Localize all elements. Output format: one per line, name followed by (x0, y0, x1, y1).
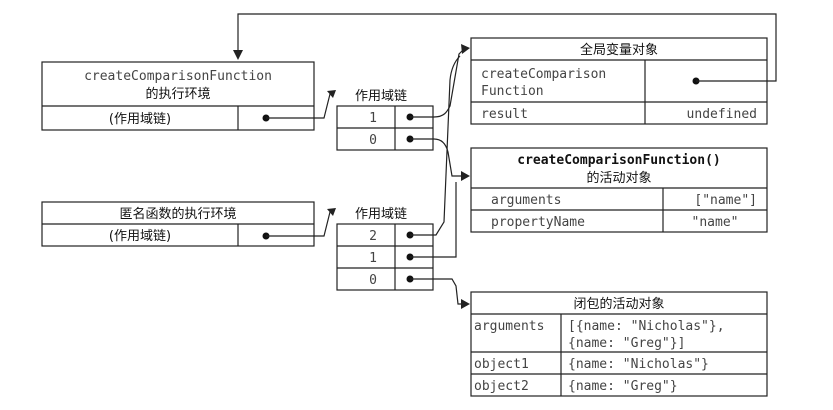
scope-chain-2-index-0: 0 (369, 273, 377, 288)
chain2-to-global-arrow (410, 55, 461, 236)
ccf-activation-title-line2: 的活动对象 (586, 170, 651, 186)
scope-chain-1-header: 作用域链 (355, 89, 407, 104)
ccf-activation-box (470, 147, 768, 233)
closure-activation-object: 闭包的活动对象 arguments [{name: "Nicholas"}, {… (470, 291, 768, 397)
outer-context-scope-label: (作用域链) (109, 112, 171, 127)
outer-context-title-line1: createComparisonFunction (84, 69, 272, 84)
outer-execution-context: createComparisonFunction 的执行环境 (作用域链) (41, 61, 315, 131)
scope-chain-1: 作用域链 1 0 (336, 89, 434, 151)
closure-row-3-value: {name: "Greg"} (568, 379, 678, 394)
closure-row-2-value: {name: "Nicholas"} (568, 357, 709, 372)
scope-chain-1-index-1: 1 (369, 111, 377, 126)
chain2-to-closure-arrow (410, 278, 463, 305)
closure-row-2-key: object1 (474, 357, 529, 372)
anon-execution-context: 匿名函数的执行环境 (作用域链) (41, 201, 315, 247)
global-row-2-key: result (481, 107, 528, 122)
anon-context-scope-label: (作用域链) (109, 229, 171, 244)
arrowhead (461, 44, 470, 54)
global-row-2-value: undefined (687, 107, 757, 122)
outer-to-scope-chain-1-arrow (266, 93, 331, 119)
scope-chain-2-index-2: 2 (369, 229, 377, 244)
arrowhead (461, 299, 470, 309)
scope-chain-2-header: 作用域链 (355, 207, 407, 222)
arrowhead (327, 90, 336, 98)
scope-chain-2: 作用域链 2 1 0 (336, 207, 434, 291)
closure-row-1-value-line2: {name: "Greg"}] (568, 336, 685, 351)
scope-chain-2-index-1: 1 (369, 251, 377, 266)
chain2-to-ccf-arrow (410, 182, 457, 258)
chain1-to-ccf-arrow (410, 138, 463, 177)
scope-chain-1-index-0: 0 (369, 133, 377, 148)
ccf-activation-object: createComparisonFunction() 的活动对象 argumen… (470, 147, 768, 233)
ccf-row-1-value: ["name"] (694, 193, 757, 208)
chain1-to-global-arrow (410, 49, 464, 118)
closure-row-1-value-line1: [{name: "Nicholas"}, (568, 319, 725, 334)
closure-activation-box (470, 291, 768, 397)
ccf-row-2-value: "name" (692, 215, 739, 230)
closure-activation-title: 闭包的活动对象 (573, 296, 664, 312)
arrowhead (233, 50, 243, 60)
anon-context-title: 匿名函数的执行环境 (119, 206, 236, 222)
closure-row-3-key: object2 (474, 379, 529, 394)
anon-to-scope-chain-2-arrow (266, 211, 331, 237)
ccf-activation-title-line1: createComparisonFunction() (517, 153, 721, 168)
global-row-1-key-line1: createComparison (481, 67, 606, 82)
closure-row-1-key: arguments (474, 319, 544, 334)
global-row-1-key-line2: Function (481, 84, 544, 99)
ccf-row-1-key: arguments (491, 193, 561, 208)
arrowhead (461, 171, 470, 181)
connectors (233, 13, 777, 309)
outer-context-title-line2: 的执行环境 (145, 86, 210, 102)
global-object-title: 全局变量对象 (580, 42, 658, 58)
function-to-context-arrow (237, 13, 777, 82)
global-variable-object: 全局变量对象 createComparison Function result … (470, 37, 768, 125)
ccf-row-2-key: propertyName (491, 215, 585, 230)
arrowhead (327, 208, 336, 216)
